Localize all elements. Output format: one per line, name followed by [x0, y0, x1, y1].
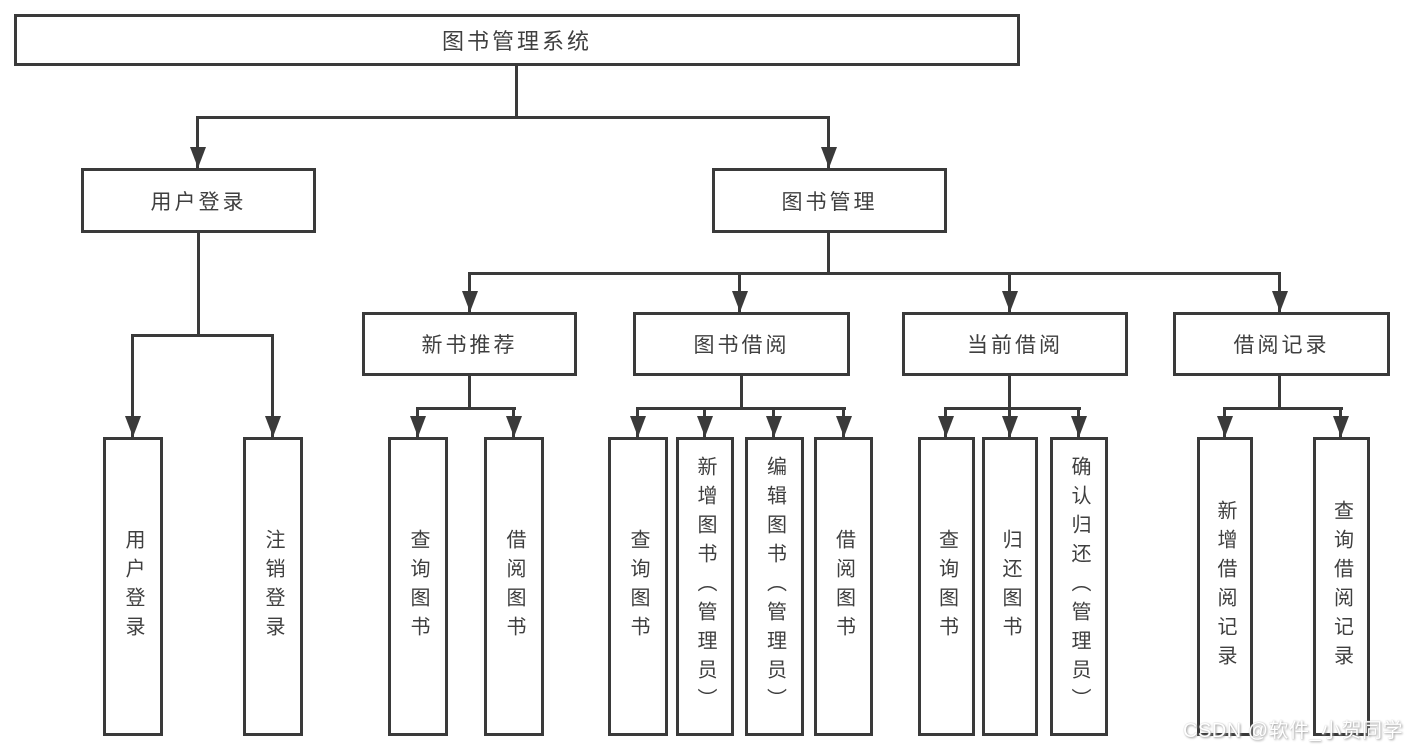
node-borrowing-records: 借阅记录	[1173, 312, 1390, 376]
arrow-down-icon	[462, 291, 478, 312]
arrow-down-icon	[125, 416, 141, 437]
arrow-down-icon	[697, 416, 713, 437]
connector-drop	[827, 119, 830, 168]
arrow-down-icon	[766, 416, 782, 437]
node-book-management: 图书管理	[712, 168, 947, 233]
connector-stem	[1278, 376, 1281, 410]
node-library-management-system: 图书管理系统	[14, 14, 1020, 66]
node-current-borrowing: 当前借阅	[902, 312, 1128, 376]
node-book-borrowing: 图书借阅	[633, 312, 850, 376]
leaf-borrow-books-newbook: 借阅图书	[484, 437, 544, 736]
connector-hbar	[944, 407, 1081, 410]
connector-hbar	[468, 272, 1281, 275]
arrow-down-icon	[821, 147, 837, 168]
connector-hbar	[131, 334, 274, 337]
leaf-add-book-admin: 新增图书（管理员）	[676, 437, 734, 736]
leaf-query-books-borrow: 查询图书	[608, 437, 668, 736]
connector-hbar	[196, 116, 830, 119]
connector-stem	[827, 233, 830, 275]
connector-stem	[197, 233, 200, 337]
leaf-add-borrow-record: 新增借阅记录	[1197, 437, 1253, 736]
node-user-login: 用户登录	[81, 168, 316, 233]
leaf-logout-login: 注销登录	[243, 437, 303, 736]
arrow-down-icon	[190, 147, 206, 168]
leaf-query-borrow-record: 查询借阅记录	[1313, 437, 1370, 736]
arrow-down-icon	[1002, 291, 1018, 312]
connector-drop	[131, 337, 134, 437]
arrow-down-icon	[938, 416, 954, 437]
arrow-down-icon	[265, 416, 281, 437]
connector-drop	[196, 119, 199, 168]
leaf-query-books-newbook: 查询图书	[388, 437, 448, 736]
arrow-down-icon	[410, 416, 426, 437]
connector-stem	[740, 376, 743, 410]
arrow-down-icon	[836, 416, 852, 437]
connector-hbar	[416, 407, 516, 410]
leaf-query-books-current: 查询图书	[918, 437, 975, 736]
arrow-down-icon	[506, 416, 522, 437]
connector-stem	[1008, 376, 1011, 410]
arrow-down-icon	[630, 416, 646, 437]
arrow-down-icon	[732, 291, 748, 312]
arrow-down-icon	[1071, 416, 1087, 437]
leaf-borrow-books-borrow: 借阅图书	[814, 437, 873, 736]
leaf-confirm-return-admin: 确认归还（管理员）	[1050, 437, 1108, 736]
arrow-down-icon	[1272, 291, 1288, 312]
node-new-book-recommendation: 新书推荐	[362, 312, 577, 376]
watermark-text: CSDN @软件_小贺同学	[1183, 720, 1404, 742]
arrow-down-icon	[1333, 416, 1349, 437]
connector-drop	[271, 337, 274, 437]
leaf-user-login: 用户登录	[103, 437, 163, 736]
connector-stem	[515, 66, 518, 119]
arrow-down-icon	[1217, 416, 1233, 437]
connector-hbar	[1223, 407, 1343, 410]
leaf-return-books: 归还图书	[982, 437, 1038, 736]
connector-stem	[468, 376, 471, 410]
leaf-edit-book-admin: 编辑图书（管理员）	[745, 437, 804, 736]
connector-hbar	[636, 407, 846, 410]
arrow-down-icon	[1002, 416, 1018, 437]
